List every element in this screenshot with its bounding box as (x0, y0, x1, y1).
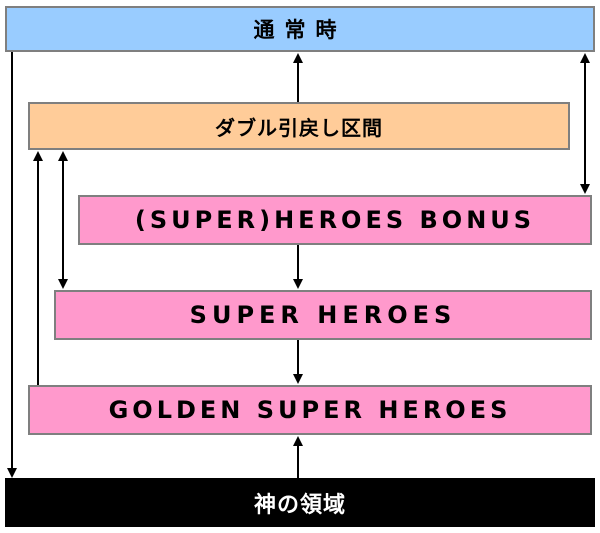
state-double-rebound-label: ダブル引戻し区間 (215, 115, 383, 140)
state-heroes-bonus-box: (SUPER)HEROES BONUS (78, 195, 592, 245)
state-double-rebound-box: ダブル引戻し区間 (28, 102, 570, 150)
state-super-heroes-label: SUPER HEROES (189, 301, 457, 329)
state-golden-super-heroes-box: GOLDEN SUPER HEROES (28, 385, 592, 435)
state-gods-realm-label: 神の領域 (253, 492, 346, 518)
state-golden-super-heroes-label: GOLDEN SUPER HEROES (108, 396, 512, 424)
state-normal-box: 通常時 (5, 6, 595, 52)
state-normal-label: 通常時 (253, 18, 347, 42)
state-gods-realm-box: 神の領域 (5, 478, 595, 527)
state-super-heroes-box: SUPER HEROES (54, 290, 592, 340)
state-heroes-bonus-label: (SUPER)HEROES BONUS (134, 206, 536, 234)
